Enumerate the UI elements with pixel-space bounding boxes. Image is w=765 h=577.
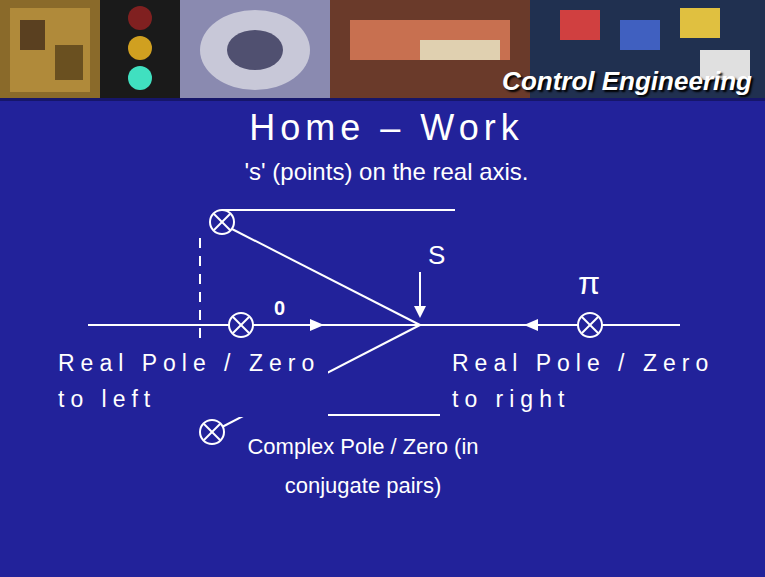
arrowhead [310, 319, 324, 331]
subtitle: 's' (points) on the real axis. [4, 158, 765, 187]
region-label: Complex Pole / Zero (in conjugate pairs) [228, 428, 498, 505]
pointer-arrow [419, 272, 421, 308]
pole-symbol [578, 313, 602, 337]
point-label: S [428, 240, 445, 271]
banner-collage [0, 0, 765, 101]
reference-line [222, 209, 455, 211]
angle-label: π [578, 264, 600, 302]
angle-line [232, 229, 420, 325]
pole-symbol [210, 210, 234, 234]
region-label: Real Pole / Zero to right [452, 346, 752, 417]
arrowheads [310, 306, 538, 331]
banner-title: Control Engineering [380, 66, 760, 97]
pole-symbol [200, 420, 224, 444]
arrowhead [524, 319, 538, 331]
arrowhead [414, 306, 426, 318]
slide-title: Home – Work [4, 106, 765, 149]
angle-label: 0 [274, 296, 285, 320]
pole-symbol [229, 313, 253, 337]
region-label: Real Pole / Zero to left [58, 346, 328, 417]
